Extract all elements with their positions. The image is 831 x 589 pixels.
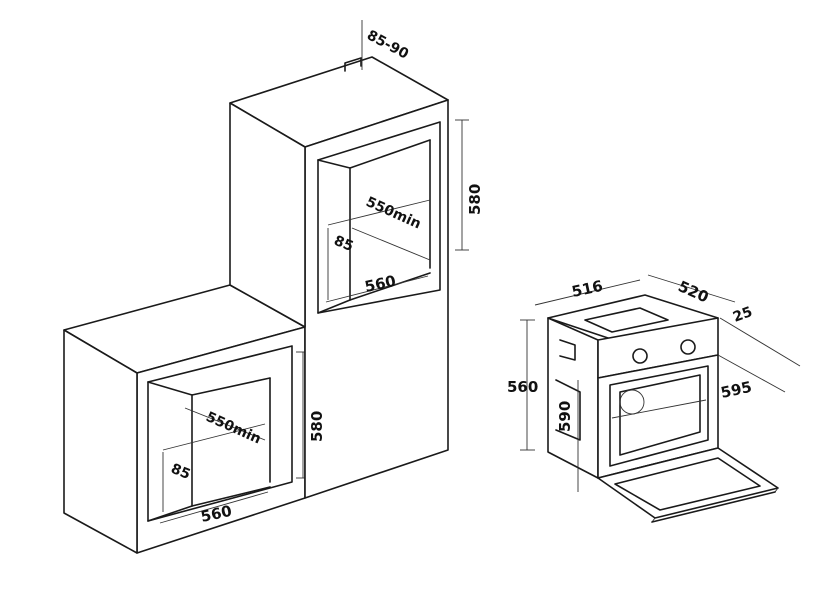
oven-width-label: 595 [719,378,753,402]
lower-front-setback-label: 85 [169,461,193,483]
oven-body-depth-label: 520 [675,277,711,306]
oven-front-height-label: 560 [507,378,538,396]
upper-height-label: 580 [466,184,484,215]
upper-front-setback-label: 85 [332,233,356,255]
oven-total-height-label: 590 [556,401,574,432]
upper-cabinet [229,20,469,499]
lower-cabinet [63,284,310,554]
oven-door-thickness-label: 25 [731,304,755,326]
oven [520,274,801,523]
oven-depth-label: 516 [570,277,604,301]
lower-height-label: 580 [308,411,326,442]
